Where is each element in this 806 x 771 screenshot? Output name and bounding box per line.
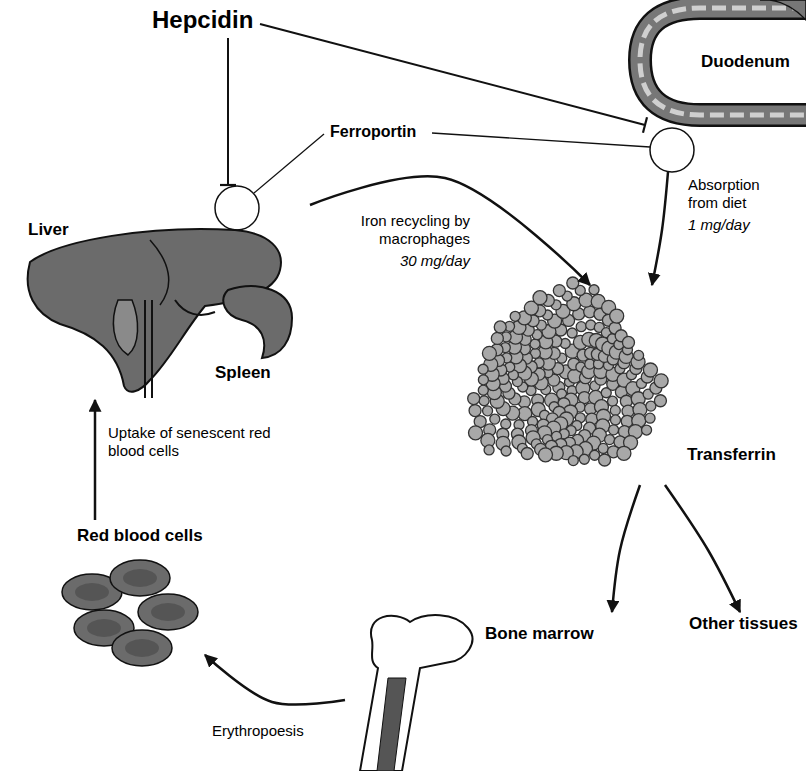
molecule-strand	[478, 375, 488, 385]
molecule-strand	[568, 456, 578, 466]
molecule-strand	[538, 448, 552, 462]
molecule-strand	[610, 309, 624, 323]
organ-node: LiverSpleen	[20, 185, 310, 400]
organ-node: Transferrin	[465, 285, 801, 485]
node-label: Liver	[28, 220, 69, 240]
molecule-strand	[483, 406, 493, 416]
molecule-strand	[617, 446, 631, 460]
molecule-strand	[501, 419, 511, 429]
molecule-strand	[482, 346, 496, 360]
edge-label: Uptake of senescent red blood cells	[108, 424, 278, 460]
node-label: Red blood cells	[77, 526, 203, 546]
molecule-strand	[610, 405, 620, 415]
molecule-strand	[533, 291, 547, 305]
ferroportin-site	[215, 186, 259, 230]
molecule-strand	[598, 443, 608, 453]
molecule-strand	[484, 445, 494, 455]
node-label: Spleen	[215, 363, 271, 383]
node-label: Transferrin	[687, 445, 776, 465]
leader-line	[254, 134, 324, 193]
molecule-strand	[645, 413, 655, 423]
flow-arrow	[652, 172, 668, 285]
protein-label: Ferroportin	[330, 123, 416, 141]
molecule-strand	[521, 447, 533, 459]
organ-node: Other tissues	[687, 612, 802, 638]
molecule-strand	[553, 285, 565, 297]
molecule-strand	[654, 395, 666, 407]
node-label: Other tissues	[687, 612, 802, 636]
molecule-strand	[634, 350, 644, 360]
node-label: Bone marrow	[485, 624, 594, 644]
molecule-strand	[468, 393, 480, 405]
molecule-strand	[510, 311, 520, 321]
flow-arrow	[94, 400, 97, 520]
flow-arrow	[310, 176, 590, 285]
rate-label: 30 mg/day	[370, 252, 470, 270]
ferroportin-site	[650, 128, 694, 172]
bone-illustration	[360, 615, 472, 771]
transferrin-molecule	[468, 277, 668, 466]
leader-line	[432, 133, 650, 147]
molecule-strand	[567, 277, 579, 289]
spleen-illustration	[223, 286, 292, 358]
edge-label: Iron recycling by macrophages	[322, 212, 470, 248]
inhibition-line	[260, 24, 645, 125]
molecule-strand	[490, 414, 500, 424]
flow-arrow	[665, 485, 740, 612]
red-blood-cells-illustration	[62, 560, 198, 666]
molecule-strand	[501, 446, 511, 456]
organ-node: Red blood cells	[55, 520, 205, 670]
organ-node: Duodenum	[645, 0, 806, 172]
molecule-strand	[576, 322, 586, 332]
molecule-strand	[608, 396, 618, 406]
molecule-strand	[622, 336, 634, 348]
node-label: Hepcidin	[148, 4, 260, 36]
molecule-strand	[469, 426, 483, 440]
molecule-strand	[478, 364, 488, 374]
molecule-strand	[605, 435, 615, 445]
molecule-strand	[478, 385, 488, 395]
node-label: Duodenum	[701, 52, 790, 72]
molecule-strand	[642, 425, 652, 435]
molecule-strand	[609, 425, 619, 435]
inhibition-line	[227, 38, 229, 185]
flow-arrow	[205, 655, 345, 705]
edge-label: Absorption from diet	[688, 176, 788, 212]
molecule-strand	[479, 396, 489, 406]
molecule-strand	[610, 415, 620, 425]
edge-label: Erythropoesis	[212, 722, 342, 740]
rate-label: 1 mg/day	[688, 216, 750, 234]
molecule-strand	[599, 454, 611, 466]
molecule-strand	[589, 285, 599, 295]
molecule-strand	[654, 374, 668, 388]
molecule-strand	[567, 328, 577, 338]
molecule-strand	[643, 363, 657, 377]
organ-node: Bone marrow	[345, 612, 650, 768]
molecule-strand	[491, 332, 503, 344]
flow-arrow	[612, 485, 640, 612]
molecule-strand	[579, 454, 589, 464]
molecule-strand	[494, 321, 506, 333]
hormone-label: Hepcidin	[148, 4, 260, 38]
duodenum-illustration	[640, 0, 806, 115]
molecule-strand	[469, 405, 481, 417]
